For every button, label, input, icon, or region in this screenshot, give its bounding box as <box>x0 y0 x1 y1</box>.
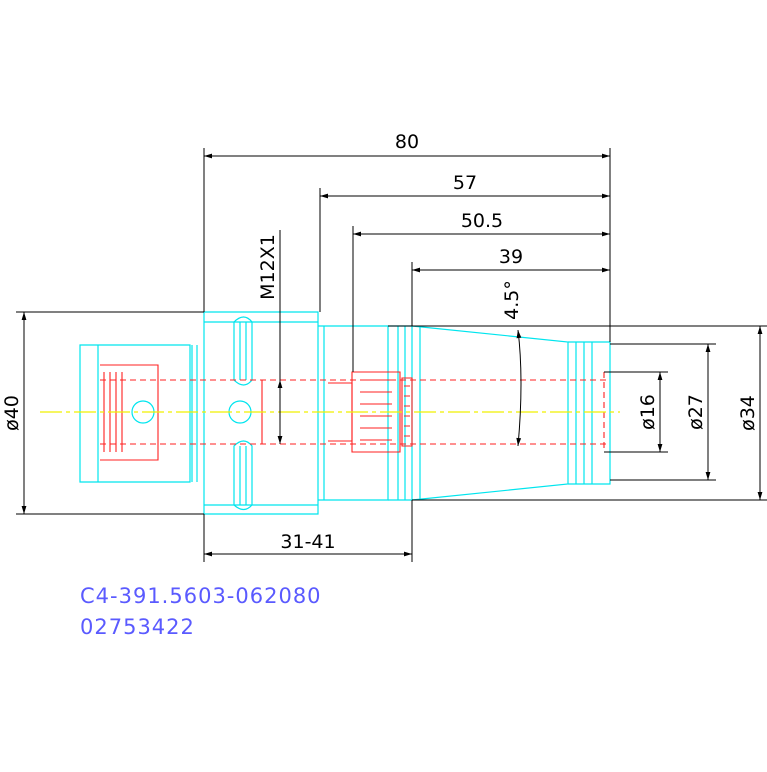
angle-label: 4.5° <box>501 280 523 320</box>
dimension-57: 57 <box>319 172 610 312</box>
dia-27-label: ø27 <box>685 394 707 430</box>
part-outline <box>79 311 611 515</box>
dimension-80: 80 <box>203 131 611 342</box>
dimension-31-41: 31-41 <box>203 500 413 562</box>
dim-57-label: 57 <box>453 172 477 194</box>
dia-34-label: ø34 <box>737 395 759 431</box>
dimension-angle: 4.5° <box>501 280 523 447</box>
dim-50-5-label: 50.5 <box>461 210 503 232</box>
dimension-dia-40: ø40 <box>1 311 204 515</box>
part-code: C4-391.5603-062080 <box>80 584 322 608</box>
dimension-dia-16: ø16 <box>604 371 668 453</box>
dimension-dia-34: ø34 <box>388 325 767 501</box>
dim-39-label: 39 <box>499 246 523 268</box>
dim-80-label: 80 <box>395 131 419 153</box>
part-number: 02753422 <box>80 615 195 639</box>
thread-label: M12X1 <box>257 234 279 300</box>
hidden-lines <box>100 364 610 461</box>
dia-16-label: ø16 <box>637 394 659 430</box>
dim-31-41-label: 31-41 <box>280 531 335 553</box>
dimension-dia-27: ø27 <box>610 343 716 481</box>
dimension-39: 39 <box>411 246 610 326</box>
dimension-thread: M12X1 <box>257 230 283 444</box>
dimension-50-5: 50.5 <box>352 210 610 372</box>
dia-40-label: ø40 <box>1 395 23 431</box>
